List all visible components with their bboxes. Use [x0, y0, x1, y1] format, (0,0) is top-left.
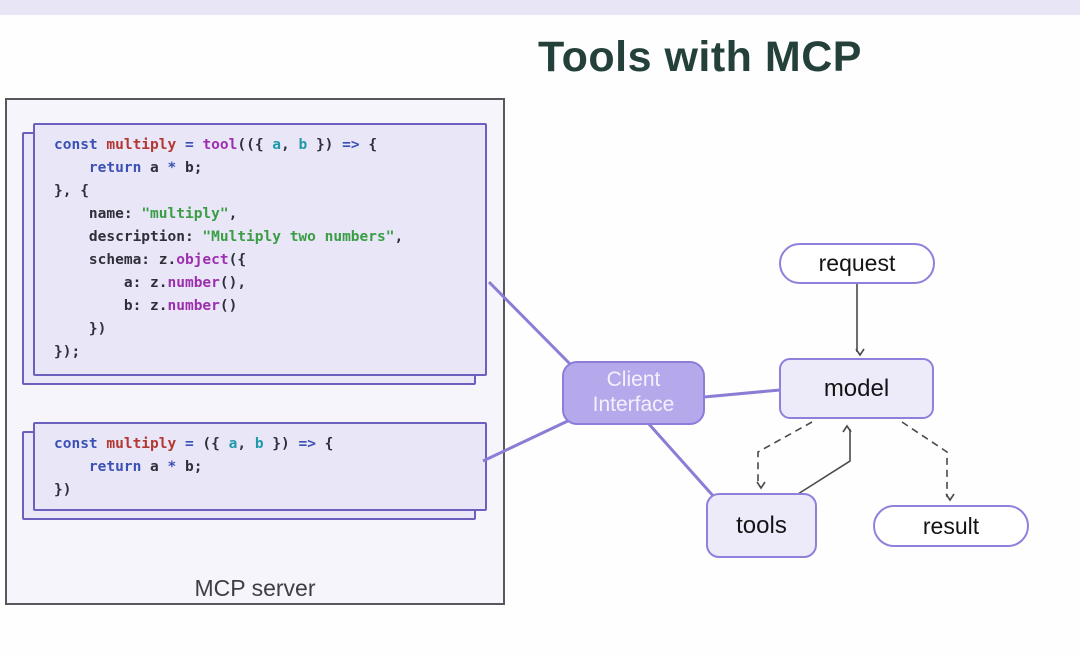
flow-arrows: [756, 284, 955, 502]
code-block-plain: const multiply = ({ a, b }) => { return …: [33, 422, 487, 511]
top-accent-strip: [0, 0, 1080, 15]
tools-node: tools: [706, 493, 817, 558]
model-node: model: [779, 358, 934, 419]
code-text-plain: const multiply = ({ a, b }) => { return …: [54, 436, 334, 498]
mcp-server-label: MCP server: [194, 575, 316, 601]
code-block-tool: const multiply = tool(({ a, b }) => { re…: [33, 123, 487, 376]
request-node: request: [779, 243, 935, 284]
client-interface-node: Client Interface: [562, 361, 705, 425]
page-title: Tools with MCP: [538, 33, 862, 81]
purple-connectors: [482, 280, 781, 499]
result-node: result: [873, 505, 1029, 547]
code-text-tool: const multiply = tool(({ a, b }) => { re…: [54, 137, 404, 360]
